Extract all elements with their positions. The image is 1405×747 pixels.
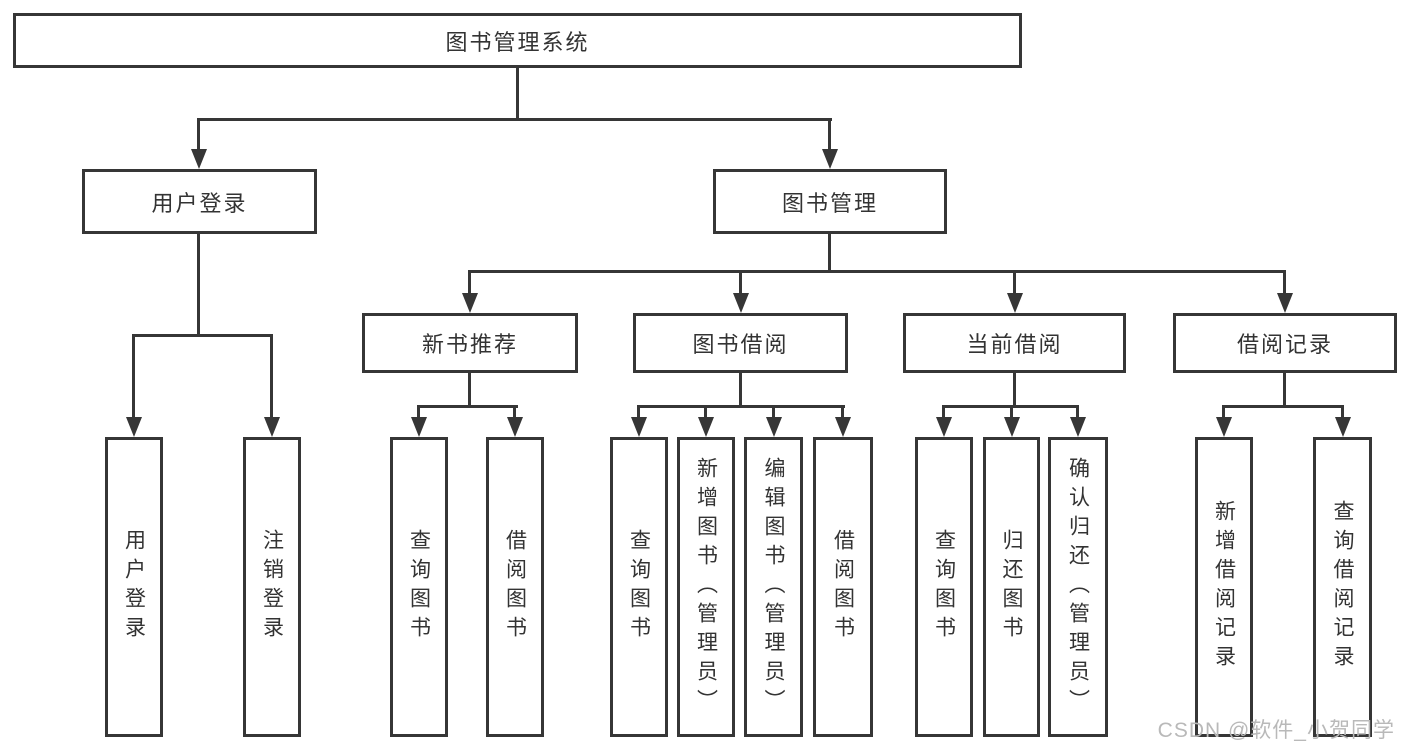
arrow-down-icon (1335, 417, 1351, 437)
node-current-borrow-label: 当前借阅 (966, 332, 1063, 357)
csdn-watermark: CSDN @软件_小贺同学 (1157, 719, 1395, 742)
arrow-down-icon (264, 417, 280, 437)
arrow-down-icon (191, 149, 207, 169)
leaf-rec-borrow-books: 借阅图书 (486, 437, 544, 737)
arrow-down-icon (507, 417, 523, 437)
arrow-down-icon (126, 417, 142, 437)
arrow-down-icon (698, 417, 714, 437)
node-user-login: 用户登录 (82, 169, 317, 234)
connector-branch-drop (468, 270, 471, 295)
leaf-bb-edit-books: 编辑图书（管理员） (744, 437, 803, 737)
leaf-br-query-record: 查询借阅记录 (1313, 437, 1372, 737)
leaf-logout: 注销登录 (243, 437, 301, 737)
connector-branch-drop (1013, 270, 1016, 295)
node-borrow-records-label: 借阅记录 (1236, 332, 1333, 357)
connector-leaf-drop (1076, 405, 1079, 418)
arrow-down-icon (1277, 293, 1293, 313)
connector-level2-hline (468, 270, 1286, 273)
connector-leaf-drop (1341, 405, 1344, 418)
connector-leaf-drop (1222, 405, 1225, 418)
node-user-login-label: 用户登录 (151, 190, 248, 216)
leaf-rec-query-books: 查询图书 (390, 437, 448, 737)
connector-group-stem (739, 373, 742, 408)
connector-bookmgmt-stem (828, 234, 831, 273)
connector-leaf-drop (704, 405, 707, 418)
connector-userlogin-hline (132, 334, 273, 337)
leaf-cb-query-books-label: 查询图书 (932, 529, 956, 645)
connector-group-hline (1222, 405, 1344, 408)
leaf-br-add-record: 新增借阅记录 (1195, 437, 1253, 737)
connector-group-stem (1013, 373, 1016, 408)
connector-branch-drop (739, 270, 742, 295)
node-borrow-records: 借阅记录 (1173, 313, 1397, 373)
connector-group-hline (417, 405, 518, 408)
leaf-user-login: 用户登录 (105, 437, 163, 737)
connector-group-stem (468, 373, 471, 408)
connector-group-hline (637, 405, 845, 408)
node-book-mgmt: 图书管理 (713, 169, 947, 234)
leaf-br-query-record-label: 查询借阅记录 (1331, 500, 1354, 674)
node-current-borrow: 当前借阅 (903, 313, 1126, 373)
leaf-cb-confirm-return-label: 确认归还（管理员） (1066, 456, 1090, 718)
leaf-cb-query-books: 查询图书 (915, 437, 973, 737)
leaf-bb-query-books: 查询图书 (610, 437, 668, 737)
leaf-bb-borrow-books-label: 借阅图书 (831, 529, 855, 645)
leaf-bb-query-books-label: 查询图书 (627, 529, 651, 645)
connector-leaf-drop (513, 405, 516, 418)
connector-leaf-drop (942, 405, 945, 418)
arrow-down-icon (733, 293, 749, 313)
connector-leaf-drop (772, 405, 775, 418)
arrow-down-icon (835, 417, 851, 437)
arrow-down-icon (936, 417, 952, 437)
connector-leaf-drop (270, 334, 273, 418)
leaf-rec-query-books-label: 查询图书 (407, 529, 431, 645)
node-new-book-rec: 新书推荐 (362, 313, 578, 373)
arrow-down-icon (1007, 293, 1023, 313)
arrow-down-icon (1070, 417, 1086, 437)
leaf-user-login-label: 用户登录 (122, 529, 146, 645)
node-root-label: 图书管理系统 (445, 29, 590, 55)
leaf-rec-borrow-books-label: 借阅图书 (503, 529, 527, 645)
arrow-down-icon (1216, 417, 1232, 437)
arrow-down-icon (411, 417, 427, 437)
connector-root-stem (516, 66, 519, 119)
connector-userlogin-stem (197, 234, 200, 337)
leaf-bb-add-books: 新增图书（管理员） (677, 437, 735, 737)
connector-userlogin-drop (197, 118, 200, 150)
connector-leaf-drop (637, 405, 640, 418)
leaf-cb-confirm-return: 确认归还（管理员） (1048, 437, 1108, 737)
leaf-bb-borrow-books: 借阅图书 (813, 437, 873, 737)
leaf-cb-return-books-label: 归还图书 (1000, 529, 1023, 645)
connector-branch-drop (1283, 270, 1286, 295)
node-new-book-rec-label: 新书推荐 (421, 332, 518, 357)
connector-group-stem (1283, 373, 1286, 408)
node-book-mgmt-label: 图书管理 (781, 190, 878, 216)
arrow-down-icon (462, 293, 478, 313)
node-book-borrow-label: 图书借阅 (692, 332, 789, 357)
connector-leaf-drop (132, 334, 135, 418)
connector-leaf-drop (417, 405, 420, 418)
arrow-down-icon (766, 417, 782, 437)
leaf-cb-return-books: 归还图书 (983, 437, 1040, 737)
connector-bookmgmt-drop (828, 118, 831, 150)
leaf-br-add-record-label: 新增借阅记录 (1212, 500, 1236, 674)
leaf-bb-add-books-label: 新增图书（管理员） (694, 456, 718, 718)
connector-leaf-drop (841, 405, 844, 418)
arrow-down-icon (631, 417, 647, 437)
connector-leaf-drop (1010, 405, 1013, 418)
connector-level1-hline (197, 118, 832, 121)
leaf-bb-edit-books-label: 编辑图书（管理员） (762, 456, 785, 718)
arrow-down-icon (1004, 417, 1020, 437)
arrow-down-icon (822, 149, 838, 169)
node-root: 图书管理系统 (13, 13, 1022, 68)
node-book-borrow: 图书借阅 (633, 313, 848, 373)
leaf-logout-label: 注销登录 (260, 529, 284, 645)
